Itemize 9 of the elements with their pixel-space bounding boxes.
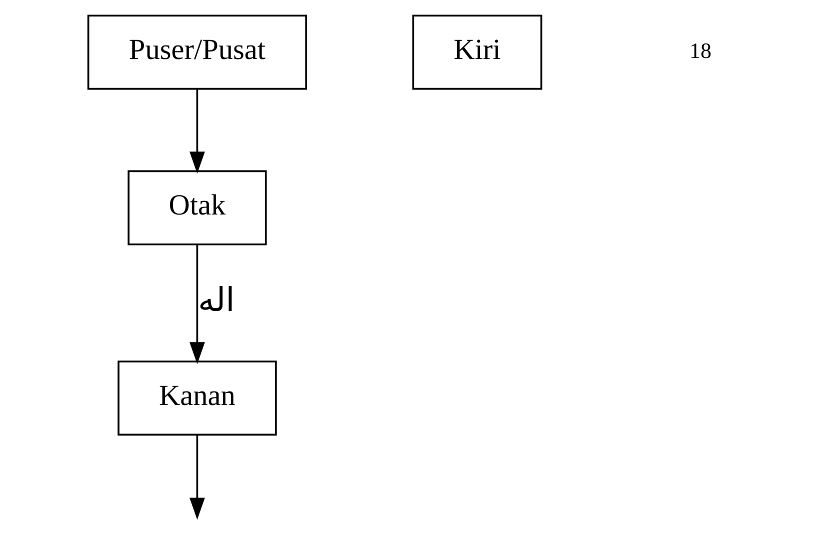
edge-label: اله [198, 280, 234, 319]
node-box: Kanan [117, 360, 276, 436]
arrow [189, 435, 204, 520]
label: 18 [689, 38, 711, 63]
arrow [189, 244, 204, 364]
arrow [189, 89, 204, 174]
node-box: Otak [127, 170, 266, 246]
node-box: Kiri [412, 14, 542, 90]
node-box: Puser/Pusat [86, 14, 307, 90]
